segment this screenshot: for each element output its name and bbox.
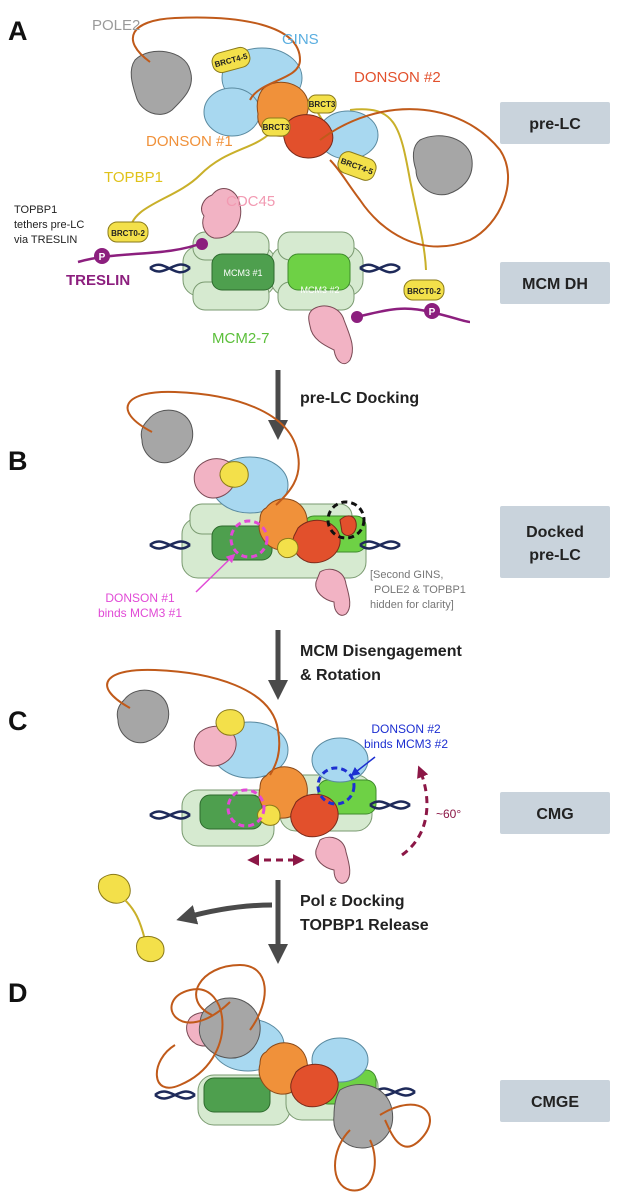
label-treslin: TRESLIN bbox=[66, 272, 130, 289]
donson1-binds-note: DONSON #1 binds MCM3 #1 bbox=[98, 591, 182, 620]
donson2-pointer bbox=[350, 756, 376, 777]
svg-text:binds MCM3 #1: binds MCM3 #1 bbox=[98, 606, 182, 620]
rotation-arrow bbox=[401, 765, 429, 857]
tethers-note: TOPBP1 tethers pre-LC via TRESLIN bbox=[14, 204, 84, 246]
step-mcm-disengagement-1: MCM Disengagement bbox=[300, 643, 462, 660]
treslin-knob-right bbox=[351, 311, 363, 323]
brct02-a: BRCT0-2 bbox=[107, 221, 149, 243]
treslin-knob-left bbox=[196, 238, 208, 250]
step-pre-lc-docking: pre-LC Docking bbox=[300, 390, 419, 407]
gins-a2 bbox=[203, 87, 261, 137]
brct45-a: BRCT4-5 bbox=[211, 46, 251, 74]
stage-box-pre-lc: pre-LC bbox=[500, 102, 610, 144]
label-mcm3-1: MCM3 #1 bbox=[223, 268, 262, 278]
stage-box-docked-pre-lc: Docked pre-LC bbox=[500, 506, 610, 578]
svg-text:pre-LC: pre-LC bbox=[529, 116, 581, 133]
label-mcm2-7: MCM2-7 bbox=[212, 330, 270, 347]
released-topbp1 bbox=[97, 873, 165, 963]
svg-text:[Second GINS,: [Second GINS, bbox=[370, 569, 443, 581]
label-donson2: DONSON #2 bbox=[354, 69, 441, 86]
phospho-site-right: P bbox=[424, 303, 440, 319]
label-cdc45: CDC45 bbox=[226, 193, 275, 210]
donson2-mcm3-2-circle bbox=[316, 766, 356, 806]
panel-d-illustration bbox=[154, 963, 431, 1192]
svg-text:Docked: Docked bbox=[526, 524, 584, 541]
panel-b-illustration bbox=[126, 390, 401, 616]
panel-letter-b: B bbox=[8, 446, 28, 476]
brct02-label-b: BRCT0-2 bbox=[407, 287, 441, 296]
label-mcm3-2: MCM3 #2 bbox=[300, 285, 339, 295]
phospho-label: P bbox=[429, 307, 436, 318]
hidden-for-clarity-note: [Second GINS, POLE2 & TOPBP1 hidden for … bbox=[370, 569, 466, 611]
svg-text:CMG: CMG bbox=[536, 806, 573, 823]
brct3-b: BRCT3 bbox=[307, 94, 337, 114]
label-pole2: POLE2 bbox=[92, 17, 140, 34]
mcm3-1-subunit bbox=[211, 253, 275, 291]
brct45-b: BRCT4-5 bbox=[337, 151, 377, 181]
treslin-a-right bbox=[351, 307, 471, 324]
hidden-gins-circle bbox=[326, 500, 366, 540]
label-gins: GINS bbox=[282, 31, 319, 48]
step-mcm-disengagement-2: & Rotation bbox=[300, 667, 381, 684]
mcm-double-hexamer bbox=[149, 231, 401, 311]
pole2-linker-a1 bbox=[131, 16, 302, 101]
donson2-binds-note: DONSON #2 binds MCM3 #2 bbox=[364, 722, 448, 751]
label-donson1: DONSON #1 bbox=[146, 133, 233, 150]
step-pol-e-docking: Pol ε Docking bbox=[300, 893, 405, 910]
phospho-site-left: P bbox=[94, 248, 110, 264]
donson1-binding-circle bbox=[229, 519, 269, 559]
svg-text:binds MCM3 #2: binds MCM3 #2 bbox=[364, 737, 448, 751]
panel-letter-c: C bbox=[8, 706, 28, 736]
svg-text:POLE2 & TOPBP1: POLE2 & TOPBP1 bbox=[374, 584, 466, 596]
svg-text:MCM DH: MCM DH bbox=[522, 276, 588, 293]
panel-c-illustration bbox=[106, 668, 429, 884]
rotation-angle-label: ~60° bbox=[436, 807, 461, 821]
svg-text:CMGE: CMGE bbox=[531, 1094, 579, 1111]
mcm3-2-subunit bbox=[287, 253, 351, 291]
brct02-b: BRCT0-2 bbox=[403, 279, 445, 301]
stage-box-cmg: CMG bbox=[500, 792, 610, 834]
phospho-label: P bbox=[99, 252, 106, 263]
brct3-label-b: BRCT3 bbox=[309, 100, 336, 109]
topbp1-linker-a1 bbox=[129, 134, 269, 233]
donson1-pointer bbox=[195, 553, 236, 593]
donson1-mcm3-1-circle bbox=[226, 788, 266, 828]
brct3-label-a: BRCT3 bbox=[263, 123, 290, 132]
svg-text:DONSON #2: DONSON #2 bbox=[371, 722, 441, 736]
panel-a-illustration: P P BRCT4-5 BRCT3 bbox=[14, 16, 510, 365]
panel-letter-a: A bbox=[8, 16, 28, 46]
panel-letter-d: D bbox=[8, 978, 28, 1008]
svg-text:tethers pre-LC: tethers pre-LC bbox=[14, 219, 84, 231]
svg-text:pre-LC: pre-LC bbox=[529, 547, 581, 564]
brct3-a: BRCT3 bbox=[261, 117, 291, 137]
label-topbp1: TOPBP1 bbox=[104, 169, 163, 186]
cdc45-a-bottom bbox=[308, 305, 353, 365]
svg-text:hidden for clarity]: hidden for clarity] bbox=[370, 599, 454, 611]
treslin-a-left bbox=[77, 240, 206, 264]
stage-box-mcm-dh: MCM DH bbox=[500, 262, 610, 304]
svg-text:via TRESLIN: via TRESLIN bbox=[14, 234, 77, 246]
topbp1-release-arrow bbox=[176, 902, 273, 925]
step-topbp1-release: TOPBP1 Release bbox=[300, 917, 429, 934]
svg-text:DONSON #1: DONSON #1 bbox=[105, 591, 175, 605]
svg-text:TOPBP1: TOPBP1 bbox=[14, 204, 57, 216]
pole2-a-right bbox=[412, 135, 473, 196]
pole2-linker-a2 bbox=[319, 108, 510, 248]
pole2-a-left bbox=[130, 50, 192, 115]
stage-box-cmge: CMGE bbox=[500, 1080, 610, 1122]
cdc45-a-top bbox=[201, 187, 242, 239]
brct02-label-a: BRCT0-2 bbox=[111, 229, 145, 238]
